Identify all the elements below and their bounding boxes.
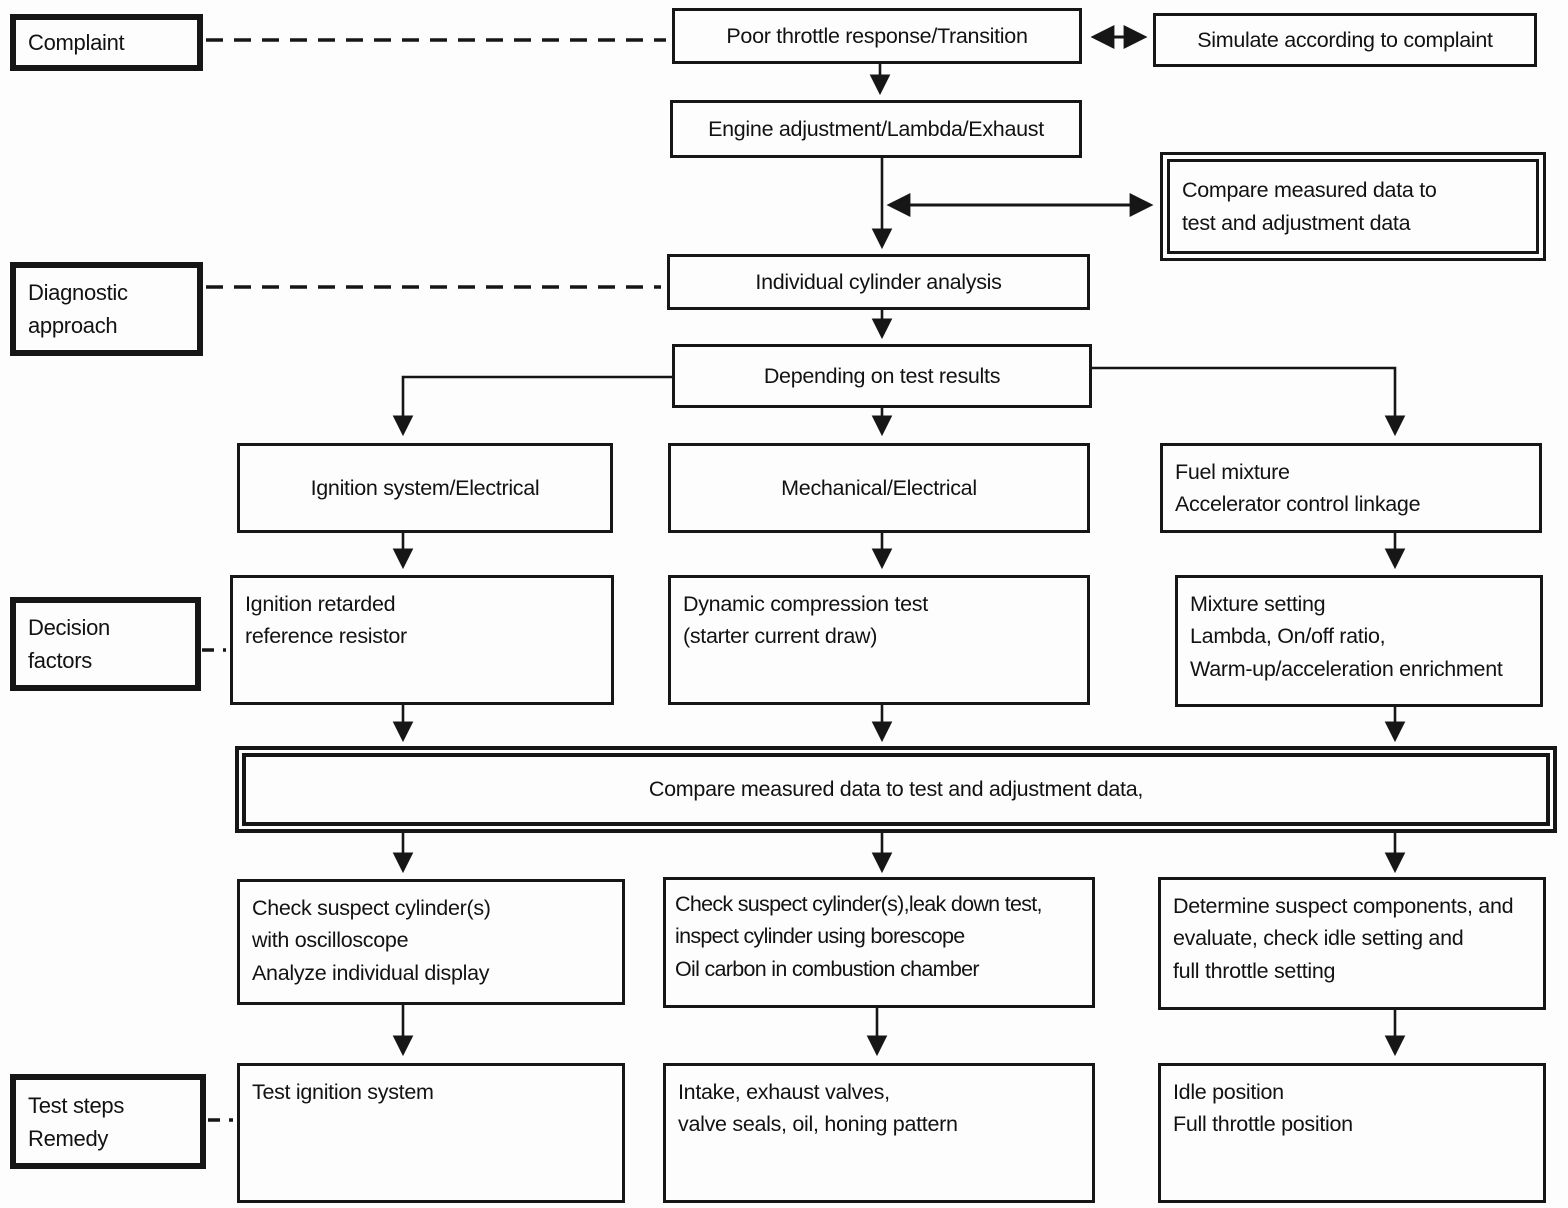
node-test-ignition-system: Test ignition system [237,1063,625,1203]
node-poor-throttle-response: Poor throttle response/Transition [672,8,1082,64]
node-mixture-setting: Mixture setting Lambda, On/off ratio, Wa… [1175,575,1543,707]
node-individual-cylinder-analysis: Individual cylinder analysis [667,254,1090,310]
node-text: Test ignition system [252,1080,434,1104]
node-text: Engine adjustment/Lambda/Exhaust [708,116,1044,141]
label-diagnostic-approach: Diagnostic approach [10,262,203,356]
label-decision-factors-text: Decision factors [28,615,110,673]
node-text: Dynamic compression test (starter curren… [683,592,928,649]
branch-left [392,375,672,437]
node-text: Poor throttle response/Transition [726,23,1028,48]
node-mechanical-electrical: Mechanical/Electrical [668,443,1090,533]
node-text: Check suspect cylinder(s),leak down test… [675,892,1043,981]
node-text: Check suspect cylinder(s) with oscillosc… [252,896,491,985]
node-intake-exhaust-valves: Intake, exhaust valves, valve seals, oil… [663,1063,1095,1203]
label-diagnostic-approach-text: Diagnostic approach [28,280,128,338]
node-depending-on-test-results: Depending on test results [672,344,1092,408]
node-text: Ignition retarded reference resistor [245,592,407,649]
node-text: Individual cylinder analysis [755,269,1002,294]
label-complaint-text: Complaint [28,30,125,55]
label-test-steps-remedy-text: Test steps Remedy [28,1092,125,1151]
node-text: Compare measured data to test and adjust… [1182,178,1437,235]
branch-right [1092,366,1406,437]
node-dynamic-compression-test: Dynamic compression test (starter curren… [668,575,1090,705]
node-text: Mechanical/Electrical [781,475,977,500]
node-check-suspect-oscilloscope: Check suspect cylinder(s) with oscillosc… [237,879,625,1005]
label-decision-factors: Decision factors [10,597,201,691]
node-text: Intake, exhaust valves, valve seals, oil… [678,1080,958,1137]
node-ignition-system-electrical: Ignition system/Electrical [237,443,613,533]
node-text: Determine suspect components, and evalua… [1173,894,1514,983]
node-compare-measured-data-wide: Compare measured data to test and adjust… [235,746,1557,833]
node-idle-full-throttle-position: Idle position Full throttle position [1158,1063,1546,1203]
label-complaint: Complaint [10,14,203,71]
node-text: Depending on test results [763,363,1001,388]
node-determine-suspect-components: Determine suspect components, and evalua… [1158,877,1546,1010]
node-text: Simulate according to complaint [1197,27,1493,52]
node-text: Fuel mixture Accelerator control linkage [1175,459,1421,516]
node-text: Compare measured data to test and adjust… [648,777,1144,802]
node-fuel-mixture-accelerator: Fuel mixture Accelerator control linkage [1160,443,1542,533]
node-text: Mixture setting Lambda, On/off ratio, Wa… [1190,592,1503,681]
node-text: Ignition system/Electrical [310,475,540,500]
node-ignition-retarded-resistor: Ignition retarded reference resistor [230,575,614,705]
node-compare-measured-data-top: Compare measured data to test and adjust… [1160,152,1546,261]
label-test-steps-remedy: Test steps Remedy [10,1074,206,1169]
node-simulate-according-to-complaint: Simulate according to complaint [1153,13,1537,67]
node-engine-adjustment: Engine adjustment/Lambda/Exhaust [670,100,1082,158]
node-check-suspect-leak-down: Check suspect cylinder(s),leak down test… [663,877,1095,1008]
node-text: Idle position Full throttle position [1173,1080,1353,1137]
